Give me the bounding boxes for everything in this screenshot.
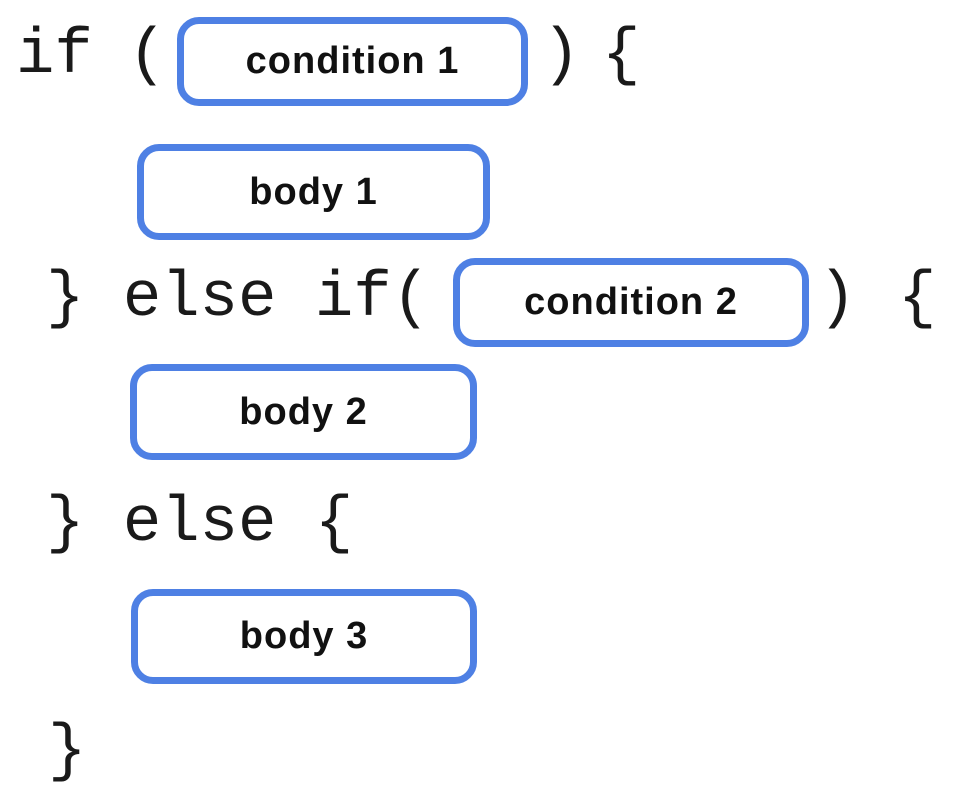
code-if-open-paren: ( xyxy=(128,20,167,92)
code-if-keyword: if xyxy=(16,20,93,92)
code-else-segment: } else { xyxy=(46,488,354,560)
chip-body-1[interactable]: body 1 xyxy=(137,144,490,240)
chip-body-2[interactable]: body 2 xyxy=(130,364,477,460)
code-else-if-segment: } else if( xyxy=(46,263,431,335)
chip-condition-2[interactable]: condition 2 xyxy=(453,258,809,347)
chip-body-3-label: body 3 xyxy=(239,615,369,657)
chip-condition-1[interactable]: condition 1 xyxy=(177,17,528,106)
chip-body-2-label: body 2 xyxy=(239,390,368,433)
chip-body-1-label: body 1 xyxy=(249,170,378,213)
code-if-close-paren: ) xyxy=(542,20,581,92)
code-else-if-open-brace: { xyxy=(898,263,937,335)
code-else-if-close-paren: ) xyxy=(818,263,857,335)
code-if-open-brace: { xyxy=(602,20,641,92)
code-closing-brace: } xyxy=(48,716,87,788)
chip-condition-2-label: condition 2 xyxy=(524,281,738,323)
chip-condition-1-label: condition 1 xyxy=(245,40,460,82)
chip-body-3[interactable]: body 3 xyxy=(131,589,477,684)
